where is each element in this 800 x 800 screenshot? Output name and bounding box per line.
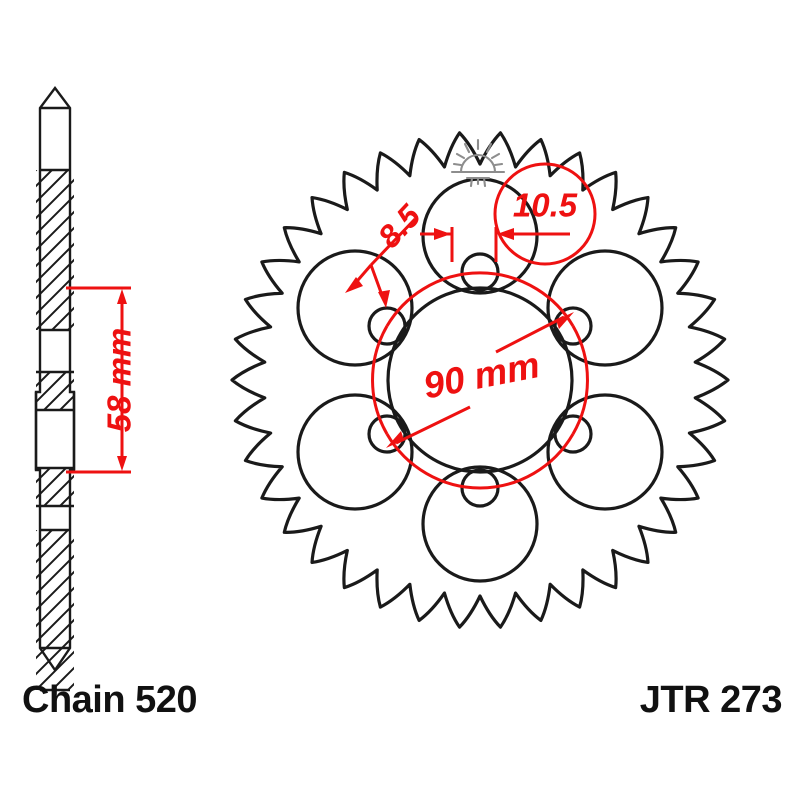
profile-hatch-lower [36,530,74,690]
profile-hatch-upper [36,170,74,330]
lightening-hole [296,249,414,367]
dimension-thickness-58mm: 58 mm [66,286,138,474]
pitch-circle-arc-lower-right [479,433,575,490]
sprocket-tooth-profile [230,131,730,629]
lightening-holes [296,177,664,583]
bolt-hole [553,414,593,454]
bolt-hole [367,414,407,454]
lightening-hole [546,393,664,511]
callout-circle-10_5 [493,162,597,266]
bolt-hole [553,306,593,346]
dimension-bolt-circle-90mm: 90 mm [371,271,589,490]
center-bore [386,286,574,474]
arrowhead-8_5-a [345,277,363,293]
arrowhead-10_5-left [434,228,451,240]
bolt-holes [367,252,593,508]
diameter-arrowhead-left [386,431,404,448]
leader-line-8_5 [369,217,417,267]
sunrise-icon [450,138,506,188]
diameter-line-left [395,405,471,445]
arrowhead-up [117,289,127,304]
profile-hatch-tab-upper [36,372,74,410]
profile-hatch-tab-lower [36,468,74,506]
pitch-circle-arc-lower-left [385,433,481,490]
face-view [230,131,730,629]
arrowhead-10_5-right [497,228,514,240]
chain-caption: Chain 520 [22,679,197,721]
diameter-line-right [495,315,565,354]
dimension-note-10_5: 10.5 [420,162,597,266]
bolt-hole [460,252,500,292]
bolt-hole [367,306,407,346]
lightening-hole [296,393,414,511]
dimension-label-10_5: 10.5 [513,187,578,224]
arrowhead-8_5-b [378,290,390,308]
bolt-hole [460,468,500,508]
diameter-arrowhead-right [556,312,574,329]
pitch-circle-arc-left [371,325,389,435]
dimension-label-58mm: 58 mm [101,328,138,433]
lightening-hole [546,249,664,367]
side-section-view [34,86,76,692]
part-number-caption: JTR 273 [640,679,782,721]
dimension-label-90mm: 90 mm [420,344,543,407]
arrowhead-down [117,456,127,471]
pitch-circle-arc-upper [385,271,575,327]
pitch-circle-arc-right [571,325,589,435]
dimension-label-8_5: 8.5 [371,197,428,255]
lightening-hole [421,465,539,583]
